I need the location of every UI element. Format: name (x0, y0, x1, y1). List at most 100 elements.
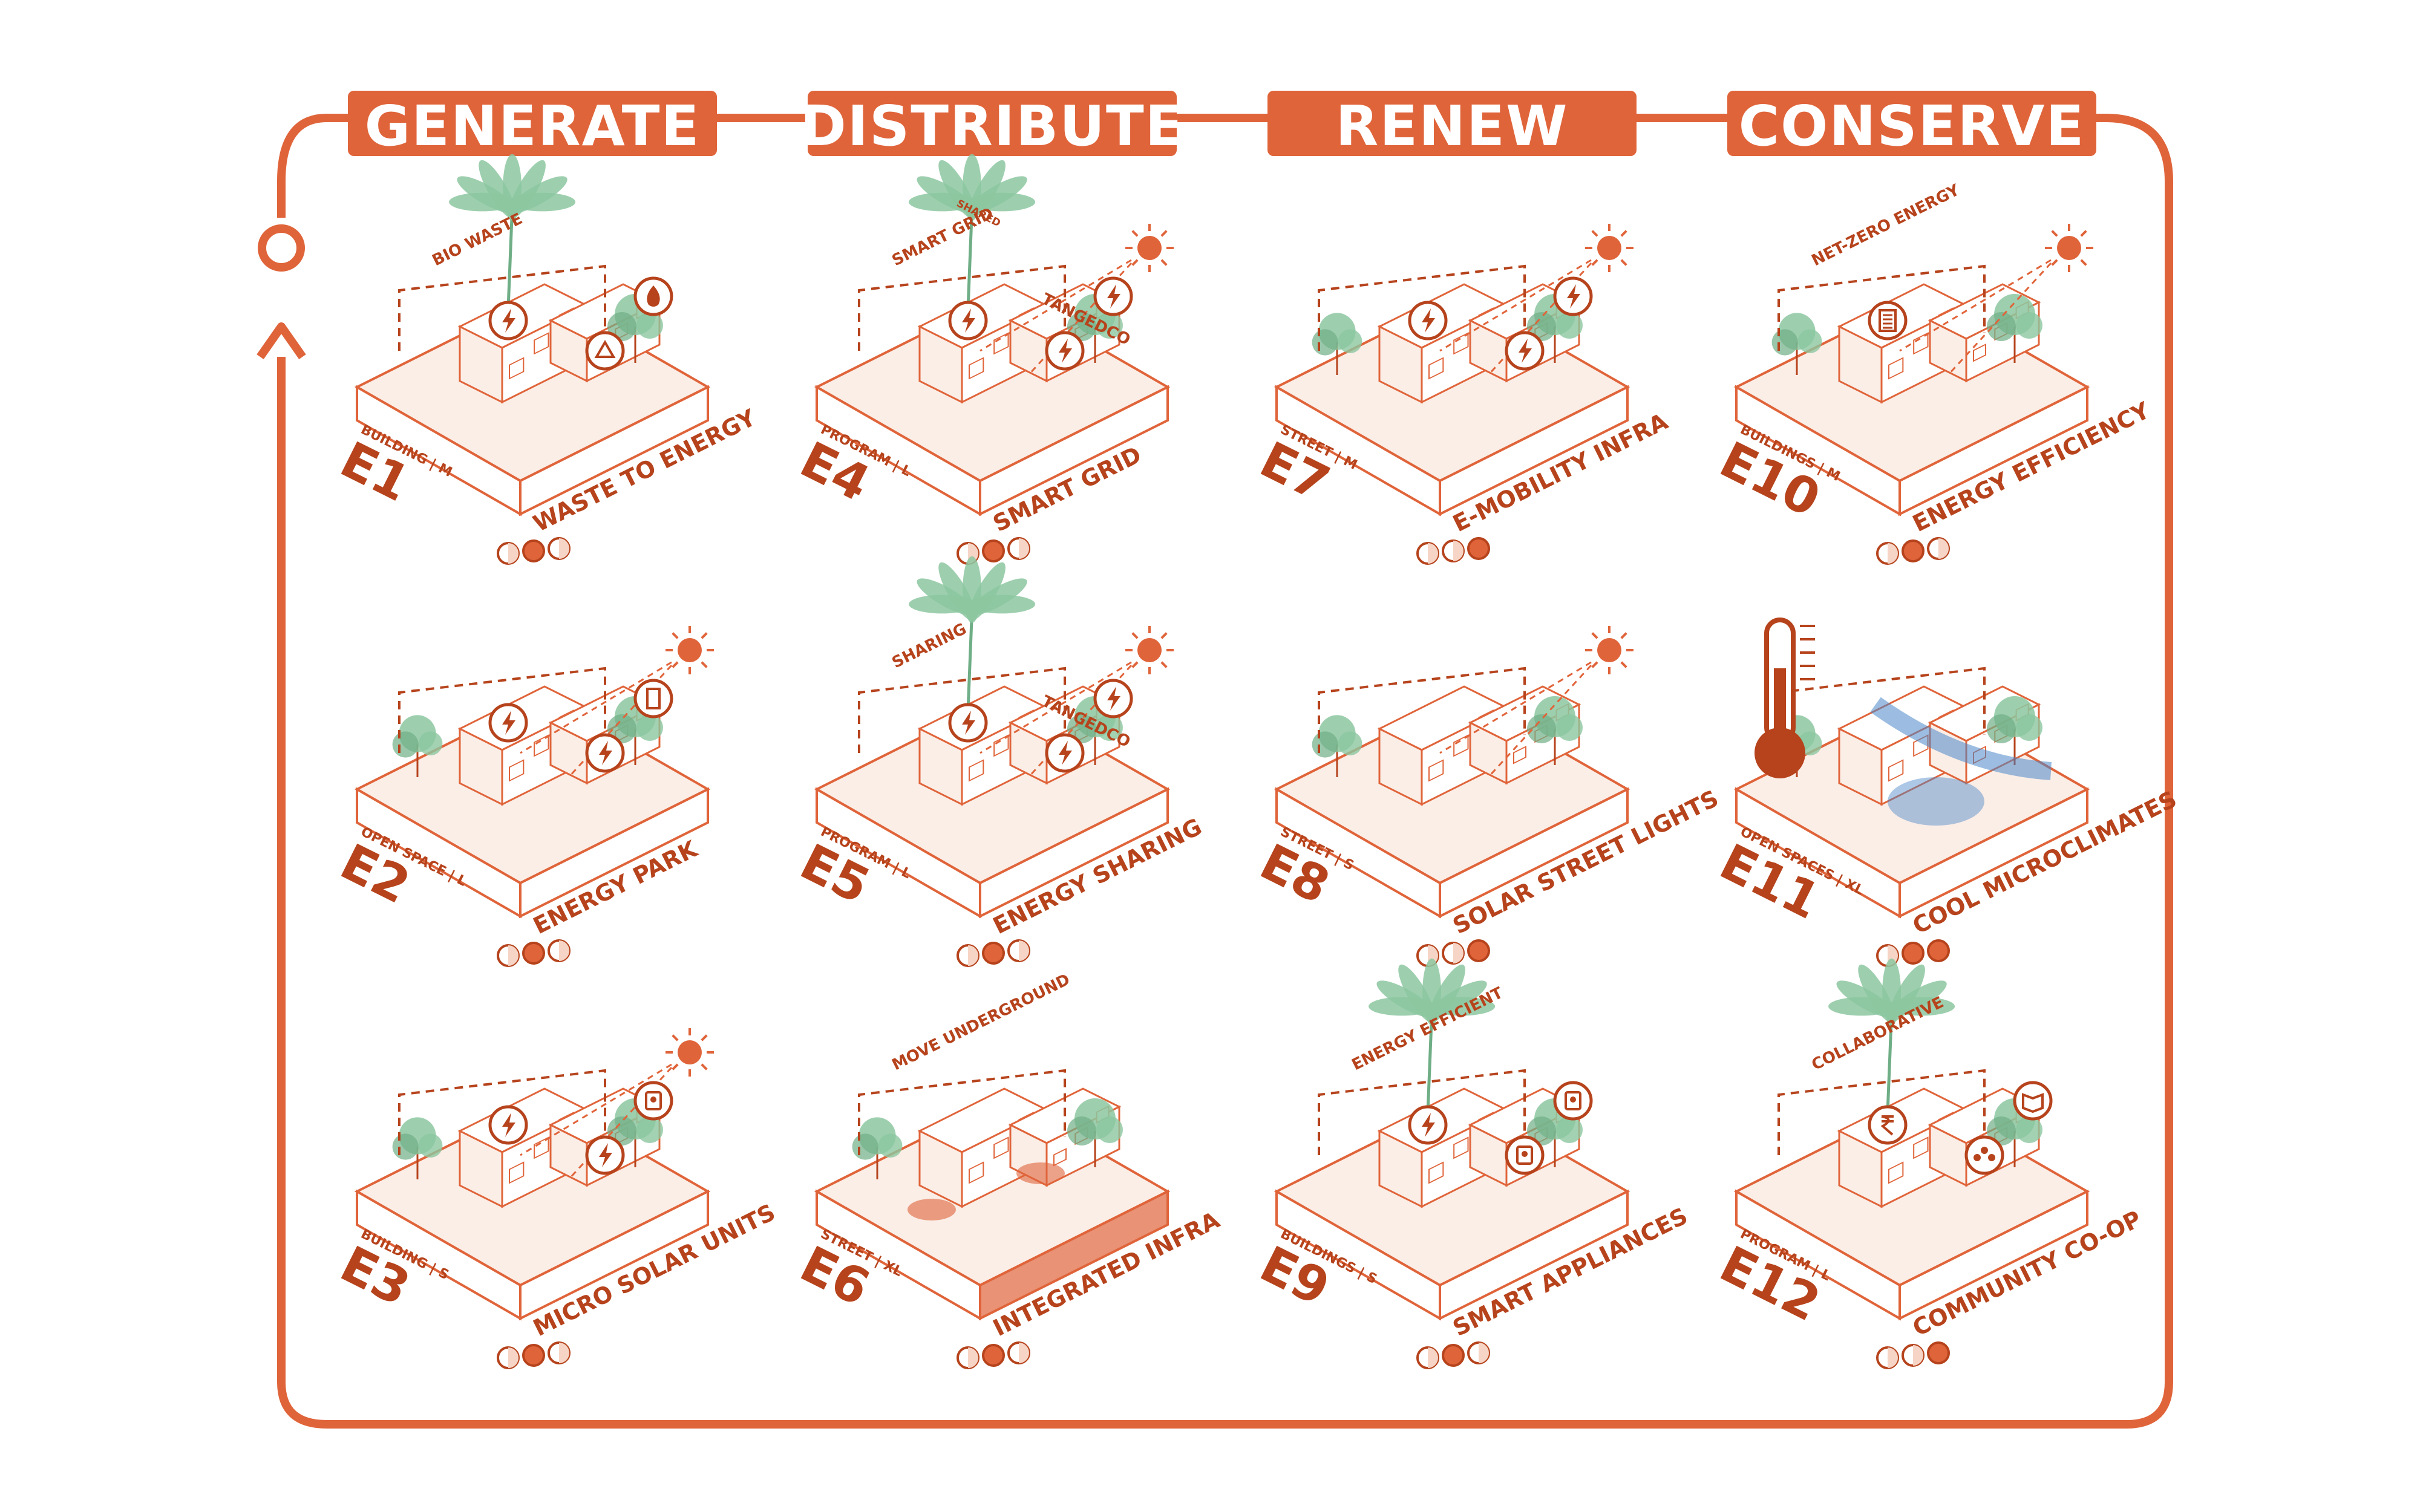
rating-dot (1416, 542, 1439, 565)
sun-icon (1585, 626, 1634, 674)
rating-dot (1902, 1344, 1925, 1367)
rupee-icon (1868, 1105, 1908, 1145)
rating-dot (1927, 1341, 1950, 1364)
header-distribute: DISTRIBUTE (800, 91, 1184, 158)
book-icon (2013, 1081, 2053, 1121)
rating-dot (1007, 1341, 1030, 1364)
tree-icon (1312, 313, 1362, 375)
rating-dot (522, 942, 545, 965)
lightning-icon (1408, 301, 1448, 341)
flow-label: NET-ZERO ENERGY (1809, 181, 1963, 270)
thermometer-icon (1754, 618, 1815, 778)
rating-dot (497, 542, 520, 565)
rating-dot (1927, 939, 1950, 962)
rating-dot (497, 944, 520, 967)
rating-dot (1442, 539, 1465, 562)
lightning-icon (488, 1105, 528, 1145)
lightning-icon (1093, 276, 1133, 316)
rating-dot (1902, 539, 1925, 562)
lightning-icon (1045, 733, 1085, 773)
palm-tree-icon (449, 154, 576, 309)
flow-label-group: SHARING (889, 620, 970, 672)
rating-dot (522, 1344, 545, 1367)
sun-icon (666, 626, 714, 674)
recycle-icon (585, 331, 625, 371)
header-label: RENEW (1335, 94, 1568, 158)
lightning-icon (585, 733, 625, 773)
cycle-start-circle (258, 224, 305, 272)
rating-dot (982, 539, 1005, 562)
flame-icon (633, 276, 673, 316)
flow-label-group: NET-ZERO ENERGY (1809, 181, 1963, 270)
tree-icon (1312, 715, 1362, 777)
rating-dot (1902, 942, 1925, 965)
rating-dot (982, 942, 1005, 965)
palm-tree-icon (1828, 958, 1955, 1113)
sun-icon (666, 1028, 714, 1077)
header-generate: GENERATE (348, 91, 717, 158)
rating-dot (497, 1346, 520, 1369)
rating-dot (1007, 537, 1030, 560)
rating-dot (1467, 1341, 1490, 1364)
document-icon (1868, 301, 1908, 341)
flow-label: SHARING (889, 620, 970, 672)
rating-dot (1442, 1344, 1465, 1367)
battery-icon (633, 679, 673, 719)
rating-dot (1467, 939, 1490, 962)
lightning-icon (948, 301, 988, 341)
flow-label-group: MOVE UNDERGROUND (889, 971, 1073, 1075)
appliance-icon (1505, 1135, 1545, 1175)
lightning-icon (1505, 331, 1545, 371)
rating-dot (1876, 542, 1899, 565)
lightning-icon (948, 703, 988, 743)
sun-icon (1125, 224, 1174, 272)
lightning-icon (1093, 679, 1133, 719)
rating-dot (1467, 537, 1490, 560)
rating-dot (957, 1346, 979, 1369)
rating-dot (1876, 1346, 1899, 1369)
tree-icon (1067, 1098, 1123, 1167)
rating-dot (957, 944, 979, 967)
lightning-icon (1553, 276, 1593, 316)
rating-dot (1442, 942, 1465, 965)
header-label: DISTRIBUTE (800, 94, 1184, 158)
tree-icon (1527, 696, 1583, 765)
community-icon (1964, 1135, 2004, 1175)
rating-dot (982, 1344, 1005, 1367)
rating-dot (548, 1341, 571, 1364)
cycle-frame (257, 114, 2173, 1429)
header-label: GENERATE (365, 94, 701, 158)
rating-dot (548, 939, 571, 962)
flow-label: MOVE UNDERGROUND (889, 971, 1073, 1075)
rating-dot (548, 537, 571, 560)
sun-icon (1125, 626, 1174, 674)
header-conserve: CONSERVE (1727, 91, 2096, 158)
header-renew: RENEW (1267, 91, 1637, 158)
tree-icon (1987, 294, 2042, 363)
rating-dot (1416, 1346, 1439, 1369)
palm-tree-icon (1369, 958, 1496, 1113)
rating-dot (1007, 939, 1030, 962)
meter-icon (633, 1081, 673, 1121)
lightning-icon (488, 301, 528, 341)
tree-icon (1987, 696, 2042, 765)
appliance-icon (1553, 1081, 1593, 1121)
sun-icon (1585, 224, 1634, 272)
rating-dot (1927, 537, 1950, 560)
lightning-icon (488, 703, 528, 743)
lightning-icon (1045, 331, 1085, 371)
rating-dot (522, 539, 545, 562)
palm-tree-icon (909, 154, 1036, 309)
